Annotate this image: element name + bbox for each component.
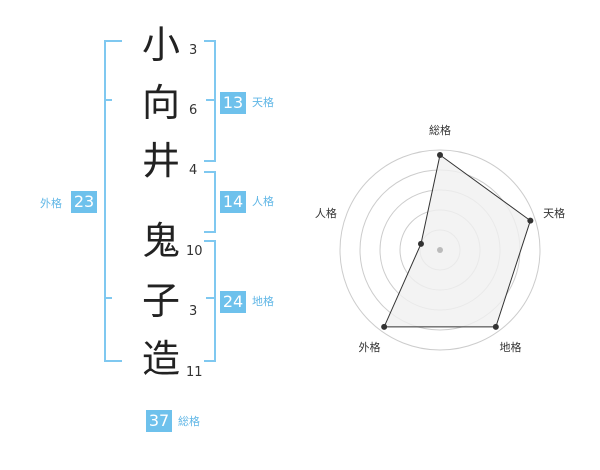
radar-center-dot <box>437 247 443 253</box>
stroke-count-1: 3 <box>189 43 198 58</box>
jinkaku-label: 人格 <box>252 195 274 208</box>
radar-point <box>492 323 499 330</box>
jinkaku-bracket <box>204 171 216 233</box>
stroke-count-4: 10 <box>186 244 203 259</box>
name-char-2: 向 <box>141 81 180 125</box>
chikaku-value: 24 <box>220 291 246 313</box>
name-char-3: 井 <box>141 139 180 183</box>
radar-ring <box>339 149 541 351</box>
name-char-6: 造 <box>141 337 180 381</box>
stroke-count-5: 3 <box>189 304 198 319</box>
gaikaku-bracket <box>104 40 122 362</box>
gaikaku-value: 23 <box>71 191 97 213</box>
radar-axis-label: 総格 <box>429 123 451 137</box>
stroke-count-3: 4 <box>189 163 198 178</box>
stroke-count-6: 11 <box>186 365 203 380</box>
stroke-count-2: 6 <box>189 103 198 118</box>
tenkaku-label: 天格 <box>252 96 274 109</box>
radar-point <box>437 152 443 158</box>
soukaku-label: 総格 <box>178 415 200 428</box>
gaikaku-label: 外格 <box>40 197 62 210</box>
name-char-1: 小 <box>141 23 180 67</box>
chikaku-label: 地格 <box>252 295 274 308</box>
soukaku-value: 37 <box>146 410 172 432</box>
jinkaku-value: 14 <box>220 191 246 213</box>
radar-axis-label: 天格 <box>543 206 565 220</box>
name-char-4: 鬼 <box>141 219 180 263</box>
radar-polygon <box>383 154 531 328</box>
name-char-5: 子 <box>141 279 180 323</box>
tenkaku-bracket <box>204 40 216 162</box>
chikaku-bracket <box>204 240 216 362</box>
radar-point <box>417 240 424 247</box>
radar-point <box>527 217 534 224</box>
tenkaku-value: 13 <box>220 92 246 114</box>
radar-axis-label: 人格 <box>315 206 337 220</box>
radar-axis-label: 外格 <box>358 340 380 354</box>
radar-axis-label: 地格 <box>500 340 522 354</box>
radar-point <box>381 323 388 330</box>
